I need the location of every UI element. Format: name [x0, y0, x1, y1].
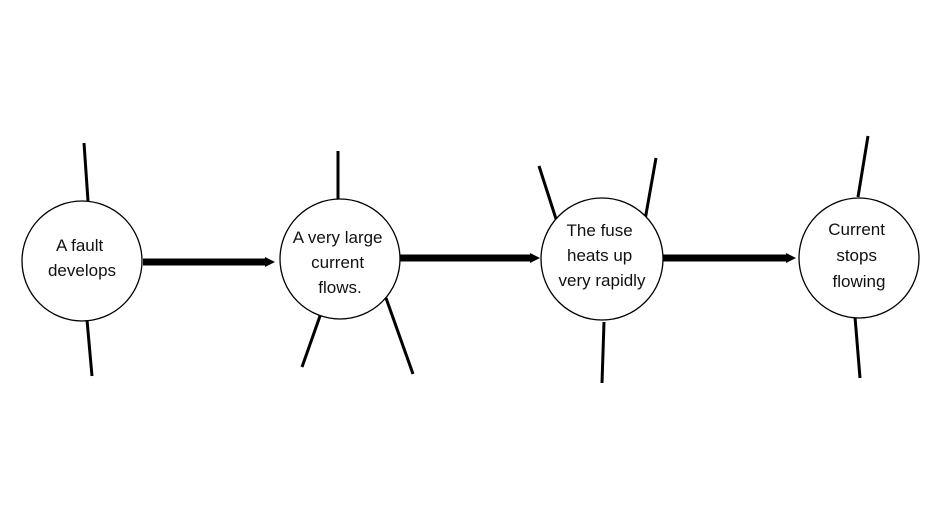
node-text-line: flowing — [833, 272, 886, 291]
node-text-line: develops — [48, 261, 116, 280]
node-text-line: Current — [828, 220, 885, 239]
node-text-line: The fuse — [567, 221, 633, 240]
node-text-line: flows. — [318, 278, 361, 297]
spoke-line — [856, 135, 870, 198]
node-fuse-heats: The fuse heats up very rapidly — [540, 197, 664, 321]
spoke-lines — [82, 135, 870, 384]
spoke-line — [300, 315, 322, 368]
node-text-line: A fault — [56, 236, 104, 255]
node-circle — [21, 200, 143, 322]
node-current-stops: Current stops flowing — [798, 197, 920, 319]
node-text-line: current — [311, 253, 364, 272]
svg-text:Current stops flow: Current stops flowing — [828, 220, 889, 291]
spoke-line — [600, 321, 606, 384]
node-fault-develops: A fault develops — [21, 200, 143, 322]
node-text-line: stops — [836, 246, 877, 265]
node-circle — [279, 198, 401, 320]
spoke-line — [82, 142, 90, 202]
node-text-line: heats up — [567, 246, 632, 265]
svg-text:The fuse heats up: The fuse heats up very rapidly — [559, 221, 646, 290]
spoke-line — [643, 157, 658, 221]
spoke-line — [384, 297, 415, 375]
flow-arrows — [143, 253, 796, 267]
node-text-line: A very large — [293, 228, 383, 247]
node-text-line: very rapidly — [559, 271, 646, 290]
spoke-line — [537, 165, 559, 223]
svg-text:A very large current: A very large current flows. — [293, 228, 388, 297]
node-circle — [798, 197, 920, 319]
svg-text:A fault develops: A fault develops — [48, 236, 116, 280]
spoke-line — [85, 319, 94, 377]
node-circle — [540, 197, 664, 321]
spoke-line — [853, 316, 862, 379]
node-large-current: A very large current flows. — [279, 198, 401, 320]
